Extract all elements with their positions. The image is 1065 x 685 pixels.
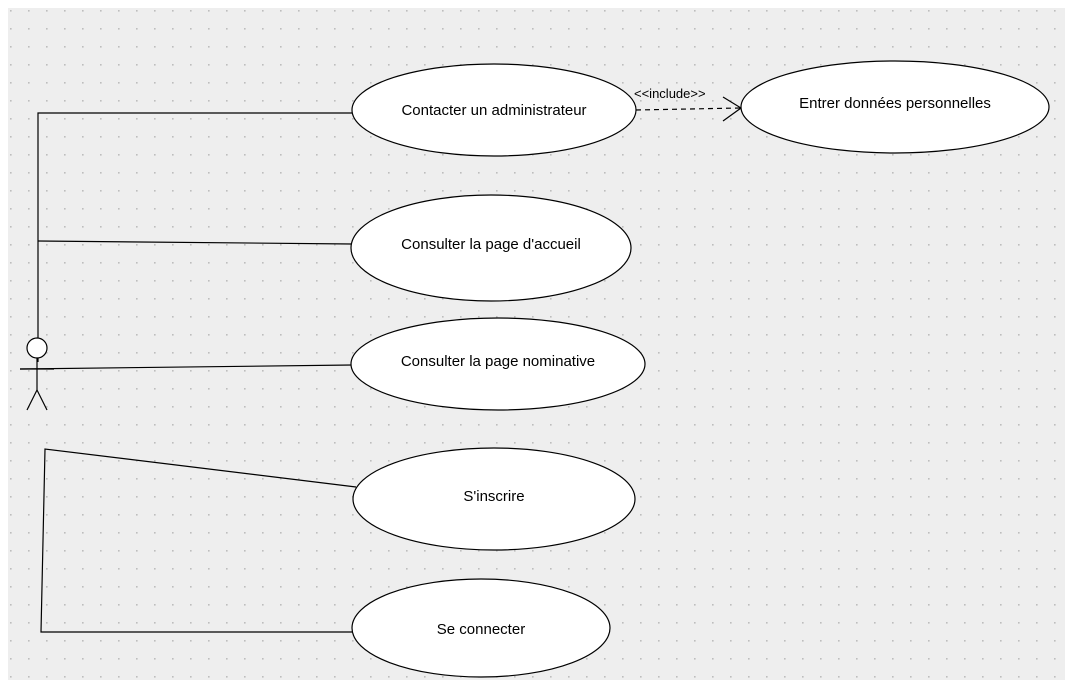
association-contacter[interactable]: [37, 112, 352, 362]
use-case-inscrire[interactable]: S'inscrire: [352, 447, 636, 551]
association-nominative[interactable]: [19, 364, 353, 370]
use-case-connecter[interactable]: Se connecter: [351, 578, 611, 678]
use-case-entrer-donnees[interactable]: Entrer données personnelles: [740, 60, 1050, 154]
actor-right-leg: [36, 389, 48, 411]
include-label: <<include>>: [634, 86, 706, 101]
association-lines: [19, 112, 357, 633]
use-case-label: Entrer données personnelles: [799, 95, 991, 112]
actor-stick-figure-icon[interactable]: [20, 337, 54, 411]
use-case-ellipse: [350, 194, 632, 302]
use-case-ellipse: [350, 317, 646, 411]
association-inscrire-connecter[interactable]: [40, 448, 357, 633]
use-case-ellipse: [351, 578, 611, 678]
use-case-label: S'inscrire: [463, 488, 524, 505]
association-accueil[interactable]: [37, 240, 353, 245]
use-case-contacter-administrateur[interactable]: Contacter un administrateur: [351, 63, 637, 157]
use-case-consulter-accueil[interactable]: Consulter la page d'accueil: [350, 194, 632, 302]
use-case-ellipse: [352, 447, 636, 551]
use-case-ellipse: [740, 60, 1050, 154]
use-case-label: Consulter la page d'accueil: [401, 236, 581, 253]
use-case-ellipse: [351, 63, 637, 157]
actor-left-leg: [26, 389, 38, 411]
use-case-label: Consulter la page nominative: [401, 353, 595, 370]
use-case-label: Contacter un administrateur: [401, 102, 586, 119]
actor-head: [26, 337, 48, 359]
use-case-consulter-nominative[interactable]: Consulter la page nominative: [350, 317, 646, 411]
use-case-label: Se connecter: [437, 621, 525, 638]
